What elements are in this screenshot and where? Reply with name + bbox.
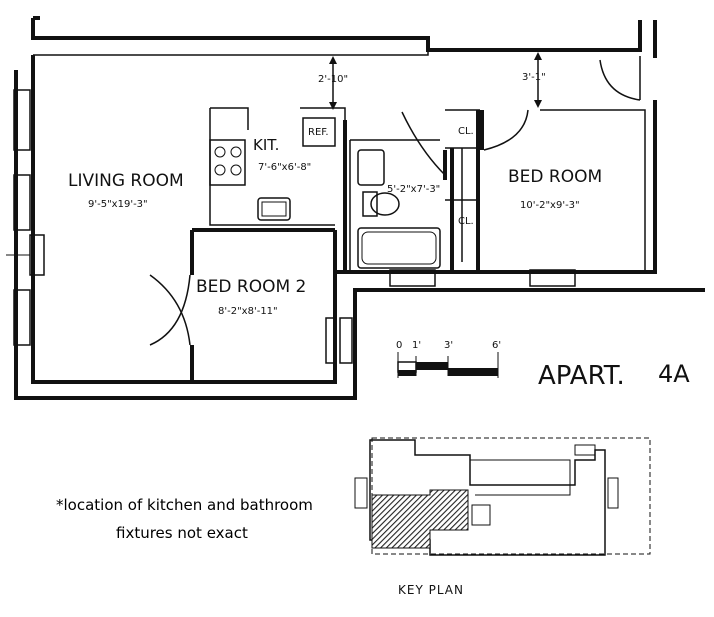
- closet-upper-label: CL.: [458, 126, 474, 137]
- clearance-left: 2'-10": [318, 74, 348, 85]
- living-room-dims: 9'-5"x19'-3": [88, 199, 148, 210]
- kitchen-dims: 7'-6"x6'-8": [258, 162, 311, 173]
- exterior-walls: [6, 16, 705, 400]
- apartment-number: 4A: [658, 360, 690, 388]
- kitchen-fixtures: [209, 117, 336, 221]
- clearance-right: 3'-1": [522, 72, 546, 83]
- bed-room-2-label: BED ROOM 2: [196, 277, 306, 297]
- apartment-label: APART.: [538, 361, 625, 391]
- fixtures-note-line2: fixtures not exact: [116, 524, 248, 542]
- windows: [325, 269, 576, 364]
- labels: LIVING ROOM 9'-5"x19'-3" KIT. 7'-6"x6'-8…: [56, 72, 690, 597]
- scale-tick-0: 0: [396, 340, 402, 351]
- key-plan-highlight: [371, 489, 469, 549]
- closet-lower-label: CL.: [458, 216, 474, 227]
- key-plan: [354, 437, 651, 556]
- scale-tick-3: 3': [444, 340, 453, 351]
- clearance-arrows: [329, 52, 542, 110]
- doors: [149, 56, 641, 346]
- scale-bar: [397, 352, 499, 378]
- fixtures-note-line1: *location of kitchen and bathroom: [56, 496, 313, 514]
- bed-room-2-dims: 8'-2"x8'-11": [218, 306, 278, 317]
- bathroom-fixtures: [357, 149, 441, 269]
- scale-tick-1: 1': [412, 340, 421, 351]
- bed-room-dims: 10'-2"x9'-3": [520, 200, 580, 211]
- refrigerator-label: REF.: [308, 127, 329, 138]
- bathroom-dims: 5'-2"x7'-3": [387, 184, 440, 195]
- key-plan-title: KEY PLAN: [398, 583, 464, 597]
- kitchen-label: KIT.: [253, 136, 279, 154]
- bed-room-label: BED ROOM: [508, 167, 602, 187]
- scale-tick-6: 6': [492, 340, 501, 351]
- living-room-label: LIVING ROOM: [68, 171, 184, 191]
